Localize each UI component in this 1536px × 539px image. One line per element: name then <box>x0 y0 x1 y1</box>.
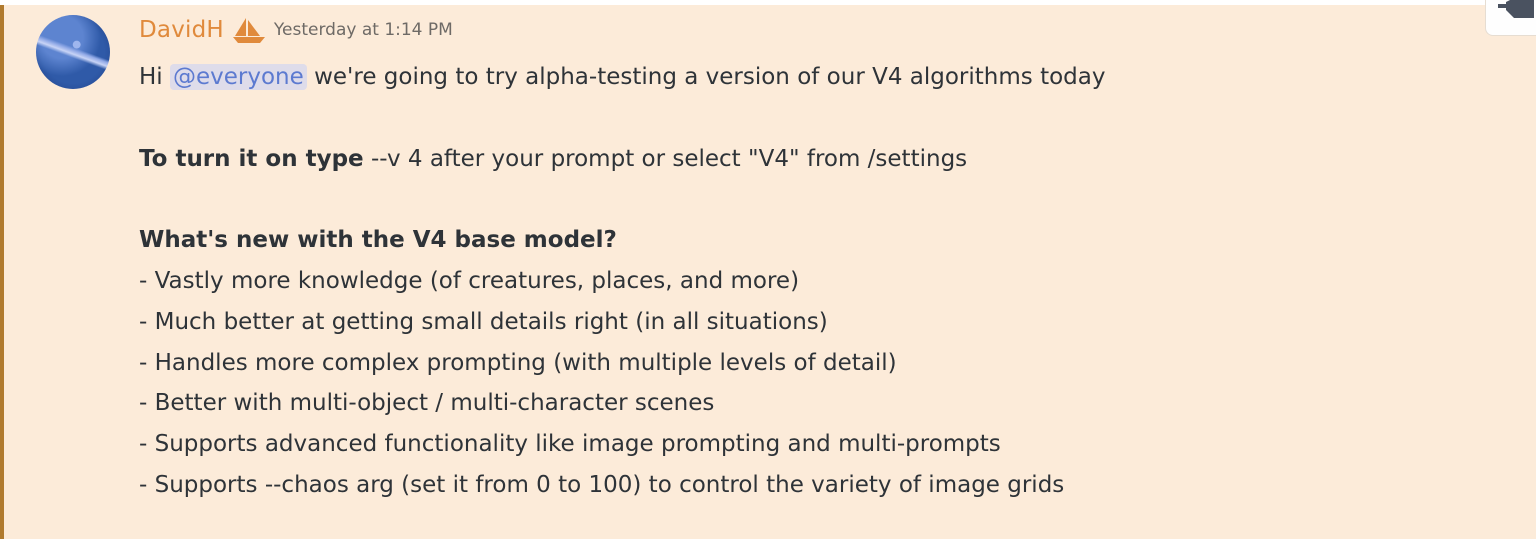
message-timestamp: Yesterday at 1:14 PM <box>273 20 453 40</box>
bullet-item: - Supports advanced functionality like i… <box>139 431 1001 458</box>
chat-message: DavidH Yesterday at 1:14 PM Hi @everyone… <box>0 5 1536 539</box>
bullet-item: - Better with multi-object / multi-chara… <box>139 390 715 417</box>
bullet-item: - Handles more complex prompting (with m… <box>139 349 897 376</box>
blank-line <box>139 98 1439 139</box>
greeting-line: Hi @everyone we're going to try alpha-te… <box>139 57 1439 98</box>
instructions-bold: To turn it on type <box>139 145 364 172</box>
everyone-mention[interactable]: @everyone <box>170 64 307 90</box>
bullet-item: - Supports --chaos arg (set it from 0 to… <box>139 471 1065 498</box>
greeting-prefix: Hi <box>139 64 170 90</box>
sailboat-icon <box>232 18 265 43</box>
instructions-line: To turn it on type --v 4 after your prom… <box>139 139 1439 180</box>
message-content: Hi @everyone we're going to try alpha-te… <box>139 57 1439 506</box>
user-avatar[interactable] <box>36 15 110 89</box>
bullet-item: - Much better at getting small details r… <box>139 308 828 335</box>
message-toolbar-button[interactable] <box>1485 0 1536 36</box>
bullet-item: - Vastly more knowledge (of creatures, p… <box>139 267 800 294</box>
features-heading: What's new with the V4 base model? <box>139 227 617 254</box>
blank-line <box>139 179 1439 220</box>
reaction-toolbar-icon <box>1498 0 1534 18</box>
message-header: DavidH Yesterday at 1:14 PM <box>139 15 453 45</box>
instructions-rest: --v 4 after your prompt or select "V4" f… <box>363 145 968 172</box>
greeting-suffix: we're going to try alpha-testing a versi… <box>306 64 1106 90</box>
username[interactable]: DavidH <box>139 17 224 43</box>
